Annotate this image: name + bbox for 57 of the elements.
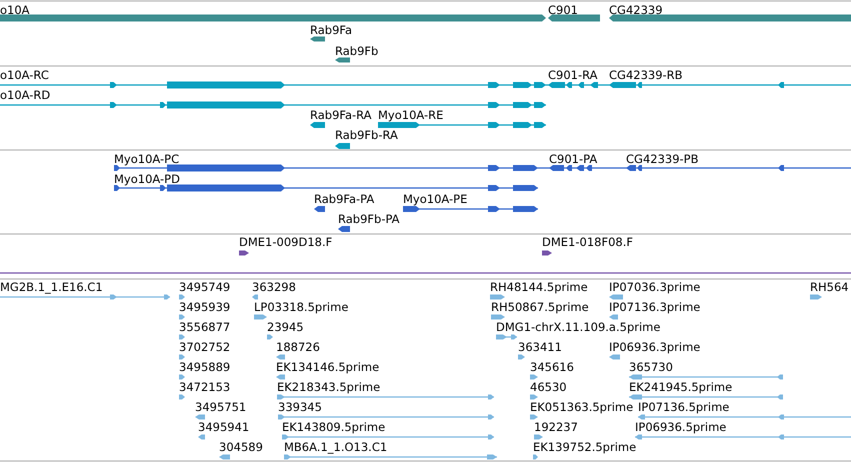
- feature-label: o10A-RD: [0, 88, 50, 102]
- feature-label: LP03318.5prime: [254, 300, 348, 314]
- feature-label: DME1-018F08.F: [542, 235, 633, 249]
- feature-label: 192237: [534, 420, 578, 434]
- feature-label: C901: [548, 3, 578, 17]
- feature-label: o10A: [0, 3, 30, 17]
- feature-label: MB6A.1_1.O13.C1: [284, 440, 388, 454]
- feature-label: 339345: [278, 400, 322, 414]
- feature-label: CG42339-PB: [626, 152, 698, 166]
- feature-label: IP07136.5prime: [638, 400, 730, 414]
- feature-label: 3702752: [179, 340, 230, 354]
- feature-label: 363298: [252, 280, 296, 294]
- feature-label: Rab9Fa: [310, 23, 352, 37]
- feature-label: IP07036.3prime: [609, 280, 700, 294]
- feature-label: 304589: [219, 440, 263, 454]
- feature-label: CG42339-RB: [609, 68, 683, 82]
- feature-label: o10A-RC: [0, 68, 49, 82]
- feature-label: DMG1-chrX.11.109.a.5prime: [496, 320, 660, 334]
- feature-label: RH48144.5prime: [490, 280, 588, 294]
- feature-label: 3495751: [195, 400, 246, 414]
- feature-label: RH564: [810, 280, 849, 294]
- feature-label: 3495939: [179, 300, 230, 314]
- feature-label: Myo10A-PC: [114, 152, 180, 166]
- feature-label: 46530: [530, 380, 567, 394]
- feature-label: Myo10A-PD: [114, 172, 180, 186]
- feature-label: 363411: [518, 340, 562, 354]
- feature-label: Rab9Fa-RA: [310, 108, 372, 122]
- feature-label: EK051363.5prime: [530, 400, 634, 414]
- feature-label: 3495941: [198, 420, 250, 434]
- feature-label: EK143809.5prime: [282, 420, 386, 434]
- feature-label: EK241945.5prime: [629, 380, 732, 394]
- feature-label: C901-PA: [549, 152, 598, 166]
- feature-label: EK218343.5prime: [277, 380, 380, 394]
- feature-label: 3556877: [179, 320, 230, 334]
- feature-label: Myo10A-RE: [378, 108, 444, 122]
- feature-label: EK139752.5prime: [533, 440, 636, 454]
- feature-label: MG2B.1_1.E16.C1: [0, 280, 103, 294]
- feature-label: 3472153: [179, 380, 230, 394]
- feature-label: 345616: [530, 360, 574, 374]
- feature-label: Rab9Fb-RA: [335, 128, 398, 142]
- feature-label: 188726: [276, 340, 320, 354]
- feature-label: Rab9Fa-PA: [314, 192, 374, 206]
- feature-label: EK134146.5prime: [276, 360, 380, 374]
- feature-label: C901-RA: [548, 68, 598, 82]
- feature-label: CG42339: [609, 3, 663, 17]
- feature-label: Rab9Fb-PA: [338, 212, 400, 226]
- feature-label: 3495889: [179, 360, 230, 374]
- feature-label: IP06936.5prime: [635, 420, 726, 434]
- feature-label: RH50867.5prime: [491, 300, 589, 314]
- feature-label: Myo10A-PE: [403, 192, 468, 206]
- feature-label: IP07136.3prime: [609, 300, 700, 314]
- feature-label: IP06936.3prime: [609, 340, 700, 354]
- feature-label: 23945: [267, 320, 304, 334]
- feature-label: 365730: [629, 360, 673, 374]
- feature-label: DME1-009D18.F: [239, 235, 332, 249]
- feature-label: 3495749: [179, 280, 230, 294]
- feature-label: Rab9Fb: [335, 44, 378, 58]
